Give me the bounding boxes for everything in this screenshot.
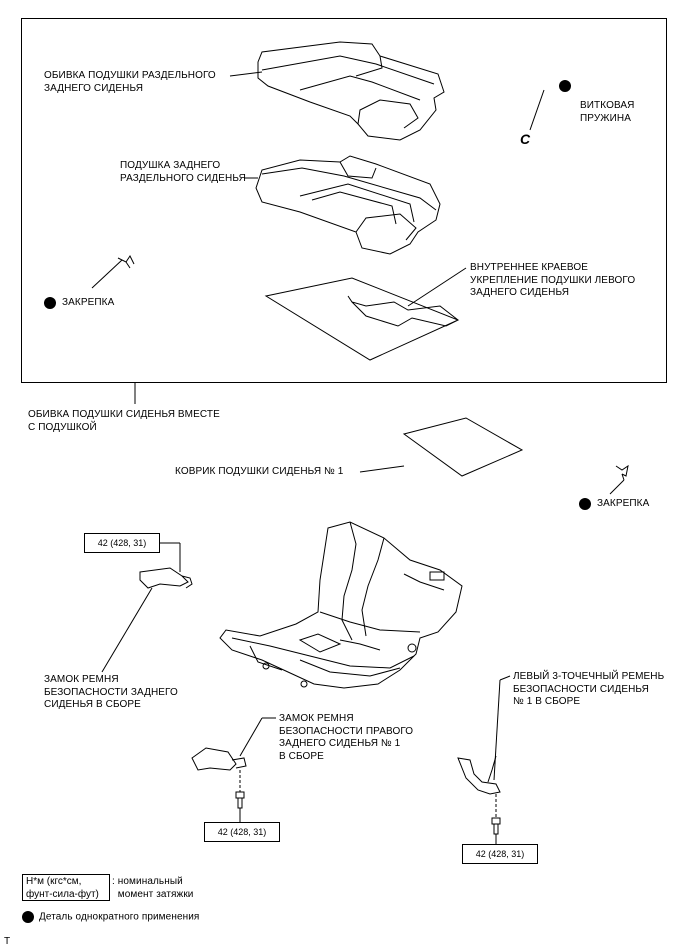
legend-single-use: Деталь однократного применения [22,911,199,924]
right-buckle-drawing [191,747,247,771]
label-coil-spring-letter: C [520,131,531,147]
bolt-right [491,817,501,835]
legend-unit-box: Н*м (кгс*см, фунт-сила-фут) [22,874,110,901]
label-clip-right: ЗАКРЕПКА [597,498,650,509]
label-mat: КОВРИК ПОДУШКИ СИДЕНЬЯ № 1 [175,466,344,477]
label-belt-left: ЛЕВЫЙ 3-ТОЧЕЧНЫЙ РЕМЕНЬ БЕЗОПАСНОСТИ СИД… [513,671,665,707]
label-cover-with-pad: ОБИВКА ПОДУШКИ СИДЕНЬЯ ВМЕСТЕ С ПОДУШКОЙ [28,409,220,433]
label-coil-spring: ВИТКОВАЯ ПРУЖИНА [580,100,635,124]
label-buckle-rear: ЗАМОК РЕМНЯ БЕЗОПАСНОСТИ ЗАДНЕГО СИДЕНЬЯ… [44,674,178,710]
single-use-dot-coil [559,80,571,92]
seat-cushion-mat-drawing [402,417,524,477]
rear-seat-buckle-drawing [139,567,193,589]
single-use-dot-icon [22,911,34,923]
torque-box-bottom-middle: 42 (428, 31) [204,822,280,842]
label-inner-edge: ВНУТРЕННЕЕ КРАЕВОЕ УКРЕПЛЕНИЕ ПОДУШКИ ЛЕ… [470,262,636,298]
legend-unit-desc: : номинальный момент затяжки [112,876,194,900]
label-seat-cushion-cover: ОБИВКА ПОДУШКИ РАЗДЕЛЬНОГО ЗАДНЕГО СИДЕН… [44,70,216,94]
label-rear-cushion: ПОДУШКА ЗАДНЕГО РАЗДЕЛЬНОГО СИДЕНЬЯ [120,160,246,184]
single-use-dot-clip-left [44,297,56,309]
footer-mark: T [4,936,11,947]
single-use-dot-clip-right [579,498,591,510]
torque-box-bottom-right: 42 (428, 31) [462,844,538,864]
rear-cushion-pad-drawing [255,155,441,255]
bolt-middle [235,791,245,809]
seat-frame-drawing [219,521,463,689]
inner-edge-reinforcement-drawing [264,277,460,361]
left-belt-drawing [457,755,501,795]
torque-box-top-left: 42 (428, 31) [84,533,160,553]
legend-single-use-text: Деталь однократного применения [39,911,200,923]
assembly-frame [21,18,667,383]
label-clip-left: ЗАКРЕПКА [62,297,115,308]
seat-cushion-cover-drawing [257,41,445,141]
label-buckle-right: ЗАМОК РЕМНЯ БЕЗОПАСНОСТИ ПРАВОГО ЗАДНЕГО… [279,713,414,762]
